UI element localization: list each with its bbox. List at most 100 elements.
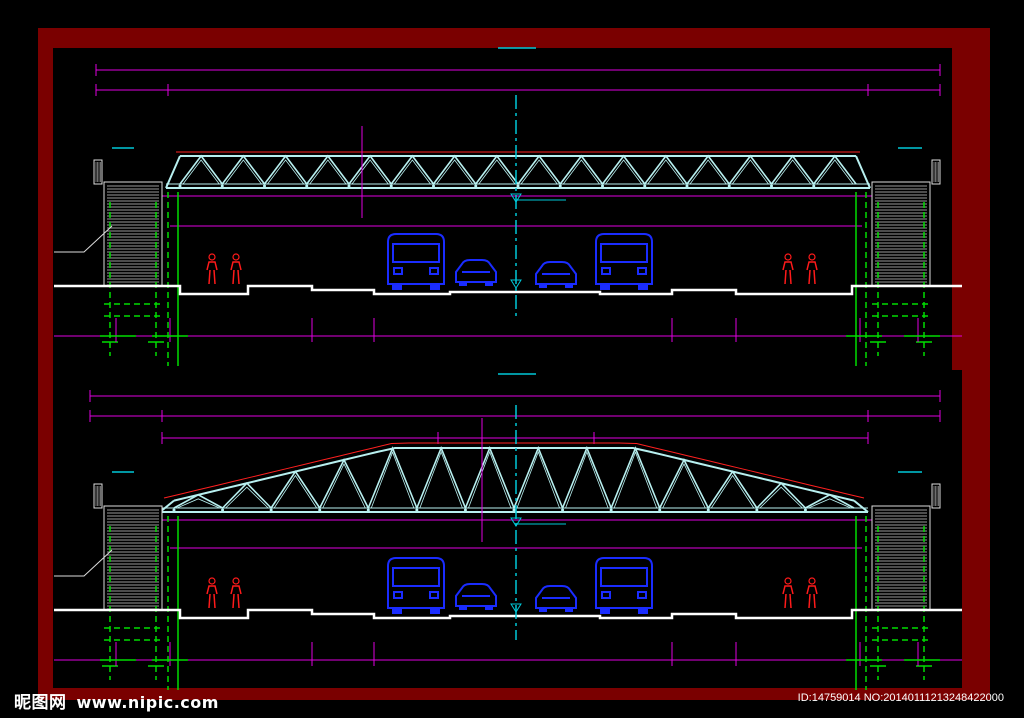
leader-line: [54, 225, 113, 253]
pedestrian-body: [206, 585, 218, 609]
bus-wheel: [392, 284, 402, 290]
truss-diagonal: [263, 154, 308, 185]
railing-post: [93, 159, 103, 185]
truss-diagonal: [318, 458, 370, 509]
truss-diagonal-inner: [647, 159, 685, 185]
truss-diagonal: [306, 154, 350, 185]
railing-post: [93, 483, 103, 509]
truss-diagonal-inner: [322, 462, 366, 509]
truss-diagonal-inner: [468, 450, 512, 509]
pedestrian-body: [230, 585, 242, 609]
truss-node: [269, 508, 273, 512]
bus-body: [387, 233, 445, 285]
pedestrian-body: [206, 261, 218, 285]
truss-node: [643, 184, 647, 188]
truss-diagonal-inner: [710, 474, 755, 509]
bus-windshield: [600, 567, 648, 587]
truss-diagonal: [561, 445, 612, 509]
truss-diagonal-inner: [273, 474, 318, 509]
truss-diagonal: [756, 482, 807, 509]
truss-node: [755, 508, 759, 512]
truss-diagonal: [221, 482, 272, 509]
truss-diagonal-inner: [393, 159, 431, 185]
bridge-elevation-top: [54, 47, 962, 366]
truss-diagonal-inner: [419, 450, 463, 509]
railing-post: [931, 159, 941, 185]
truss-node: [415, 508, 419, 512]
bus-windshield: [392, 567, 440, 587]
truss-node: [658, 508, 662, 512]
watermark-site: www.nipic.com: [76, 693, 219, 712]
truss-diagonal: [686, 154, 730, 185]
truss-diagonal-inner: [370, 451, 415, 509]
truss-node: [558, 184, 562, 188]
leader-line: [54, 549, 113, 577]
bus-body: [387, 557, 445, 609]
watermark-brand: 昵图网: [14, 693, 67, 713]
truss-diagonal-inner: [516, 450, 560, 509]
truss-top-chord: [173, 447, 855, 502]
truss-node: [706, 508, 710, 512]
bus-light: [601, 591, 611, 599]
bus-light: [637, 267, 647, 275]
level-marker: [510, 517, 522, 527]
level-marker: [510, 193, 522, 203]
truss-node: [432, 184, 435, 188]
truss-diagonal-inner: [731, 159, 769, 185]
pedestrian-head: [232, 253, 240, 261]
level-marker: [510, 279, 522, 289]
truss-diagonal: [813, 154, 857, 185]
ground-profile: [54, 608, 962, 620]
pedestrian-body: [806, 261, 818, 285]
truss-diagonal-inner: [613, 451, 658, 509]
bridge-elevation-bottom: [54, 373, 962, 690]
car-wheel: [539, 608, 547, 612]
truss-node: [347, 184, 351, 188]
bus-light: [393, 591, 403, 599]
car-body: [455, 583, 497, 607]
truss-diagonal: [728, 154, 773, 185]
truss-diagonal: [601, 154, 646, 185]
truss-diagonal: [464, 445, 515, 509]
truss-diagonal-inner: [351, 159, 389, 185]
level-marker: [510, 603, 522, 613]
truss-diagonal: [367, 446, 418, 509]
bus-wheel: [430, 608, 440, 614]
watermark-id: ID:14759014 NO:20140111213248422000: [797, 692, 1004, 704]
truss-node: [727, 184, 731, 188]
truss-diagonal: [644, 154, 688, 185]
truss-node: [263, 184, 266, 188]
truss-node: [220, 184, 224, 188]
pedestrian-body: [782, 585, 794, 609]
truss-diagonal-inner: [436, 159, 474, 185]
truss-diagonal: [805, 493, 855, 509]
pedestrian-head: [208, 253, 216, 261]
bus-wheel: [638, 608, 648, 614]
bus-windshield: [600, 243, 648, 263]
truss-node: [770, 184, 773, 188]
pedestrian-head: [784, 253, 792, 261]
truss-diagonal: [179, 154, 223, 185]
truss-diagonal-inner: [816, 159, 854, 185]
truss-node: [516, 184, 520, 188]
bus-wheel: [638, 284, 648, 290]
truss-diagonal-inner: [689, 159, 727, 185]
truss-diagonal: [390, 154, 435, 185]
pedestrian-body: [230, 261, 242, 285]
bus-wheel: [430, 284, 440, 290]
bus-light: [601, 267, 611, 275]
truss-diagonal: [416, 445, 467, 509]
car-body: [455, 259, 497, 283]
truss-node: [601, 184, 604, 188]
pedestrian-head: [232, 577, 240, 585]
pedestrian-head: [808, 577, 816, 585]
truss-diagonal-inner: [309, 159, 347, 185]
truss-diagonal: [221, 154, 266, 185]
truss-node: [389, 184, 393, 188]
truss-node: [512, 508, 516, 512]
truss-node: [463, 508, 467, 512]
truss-end-post: [165, 155, 871, 189]
railing-post: [931, 483, 941, 509]
